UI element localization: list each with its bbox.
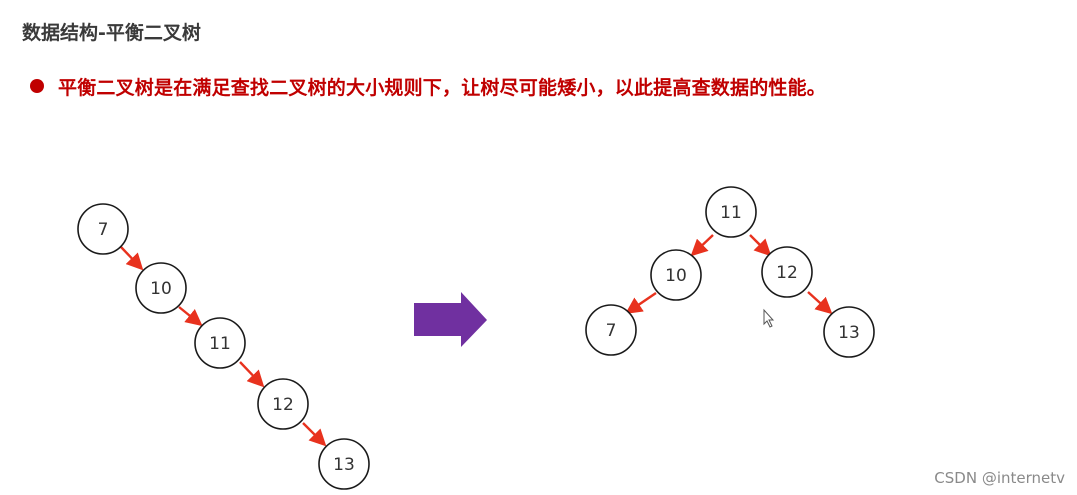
bullet-dot-icon <box>30 79 44 93</box>
edge-11-12 <box>239 361 265 388</box>
edge-12-13 <box>302 422 327 447</box>
tree-node: 7 <box>77 203 129 255</box>
node-label: 13 <box>333 455 355 475</box>
tree-node: 10 <box>650 249 702 301</box>
node-label: 11 <box>720 203 742 223</box>
page-title: 数据结构-平衡二叉树 <box>22 22 201 44</box>
edge-7-10 <box>120 246 144 271</box>
bullet-text: 平衡二叉树是在满足查找二叉树的大小规则下，让树尽可能矮小，以此提高查数据的性能。 <box>58 76 827 99</box>
tree-node: 7 <box>585 304 637 356</box>
tree-node: 12 <box>257 378 309 430</box>
bullet-point: 平衡二叉树是在满足查找二叉树的大小规则下，让树尽可能矮小，以此提高查数据的性能。 <box>30 72 826 100</box>
edge-10-7 <box>625 292 657 314</box>
node-label: 12 <box>272 395 294 415</box>
tree-node: 13 <box>823 306 875 358</box>
tree-node: 10 <box>135 262 187 314</box>
edge-10-11 <box>178 306 203 327</box>
left-tree-edges <box>120 246 327 447</box>
node-label: 7 <box>606 321 617 341</box>
edge-12-13 <box>807 291 833 315</box>
node-label: 7 <box>98 220 109 240</box>
mouse-cursor-icon <box>763 308 775 328</box>
tree-node: 12 <box>761 246 813 298</box>
transform-arrow-icon <box>414 292 487 347</box>
right-tree-edges <box>625 234 833 315</box>
right-tree-nodes: 11 10 12 7 13 <box>585 186 875 358</box>
watermark: CSDN @internetv <box>934 469 1065 487</box>
edge-11-10 <box>690 234 714 257</box>
tree-node: 11 <box>194 317 246 369</box>
node-label: 11 <box>209 334 231 354</box>
node-label: 10 <box>150 279 172 299</box>
node-label: 13 <box>838 323 860 343</box>
node-label: 12 <box>776 263 798 283</box>
node-label: 10 <box>665 266 687 286</box>
tree-node: 13 <box>318 438 370 490</box>
left-tree-nodes: 7 10 11 12 13 <box>77 203 370 490</box>
tree-node: 11 <box>705 186 757 238</box>
edge-11-12 <box>749 234 772 257</box>
